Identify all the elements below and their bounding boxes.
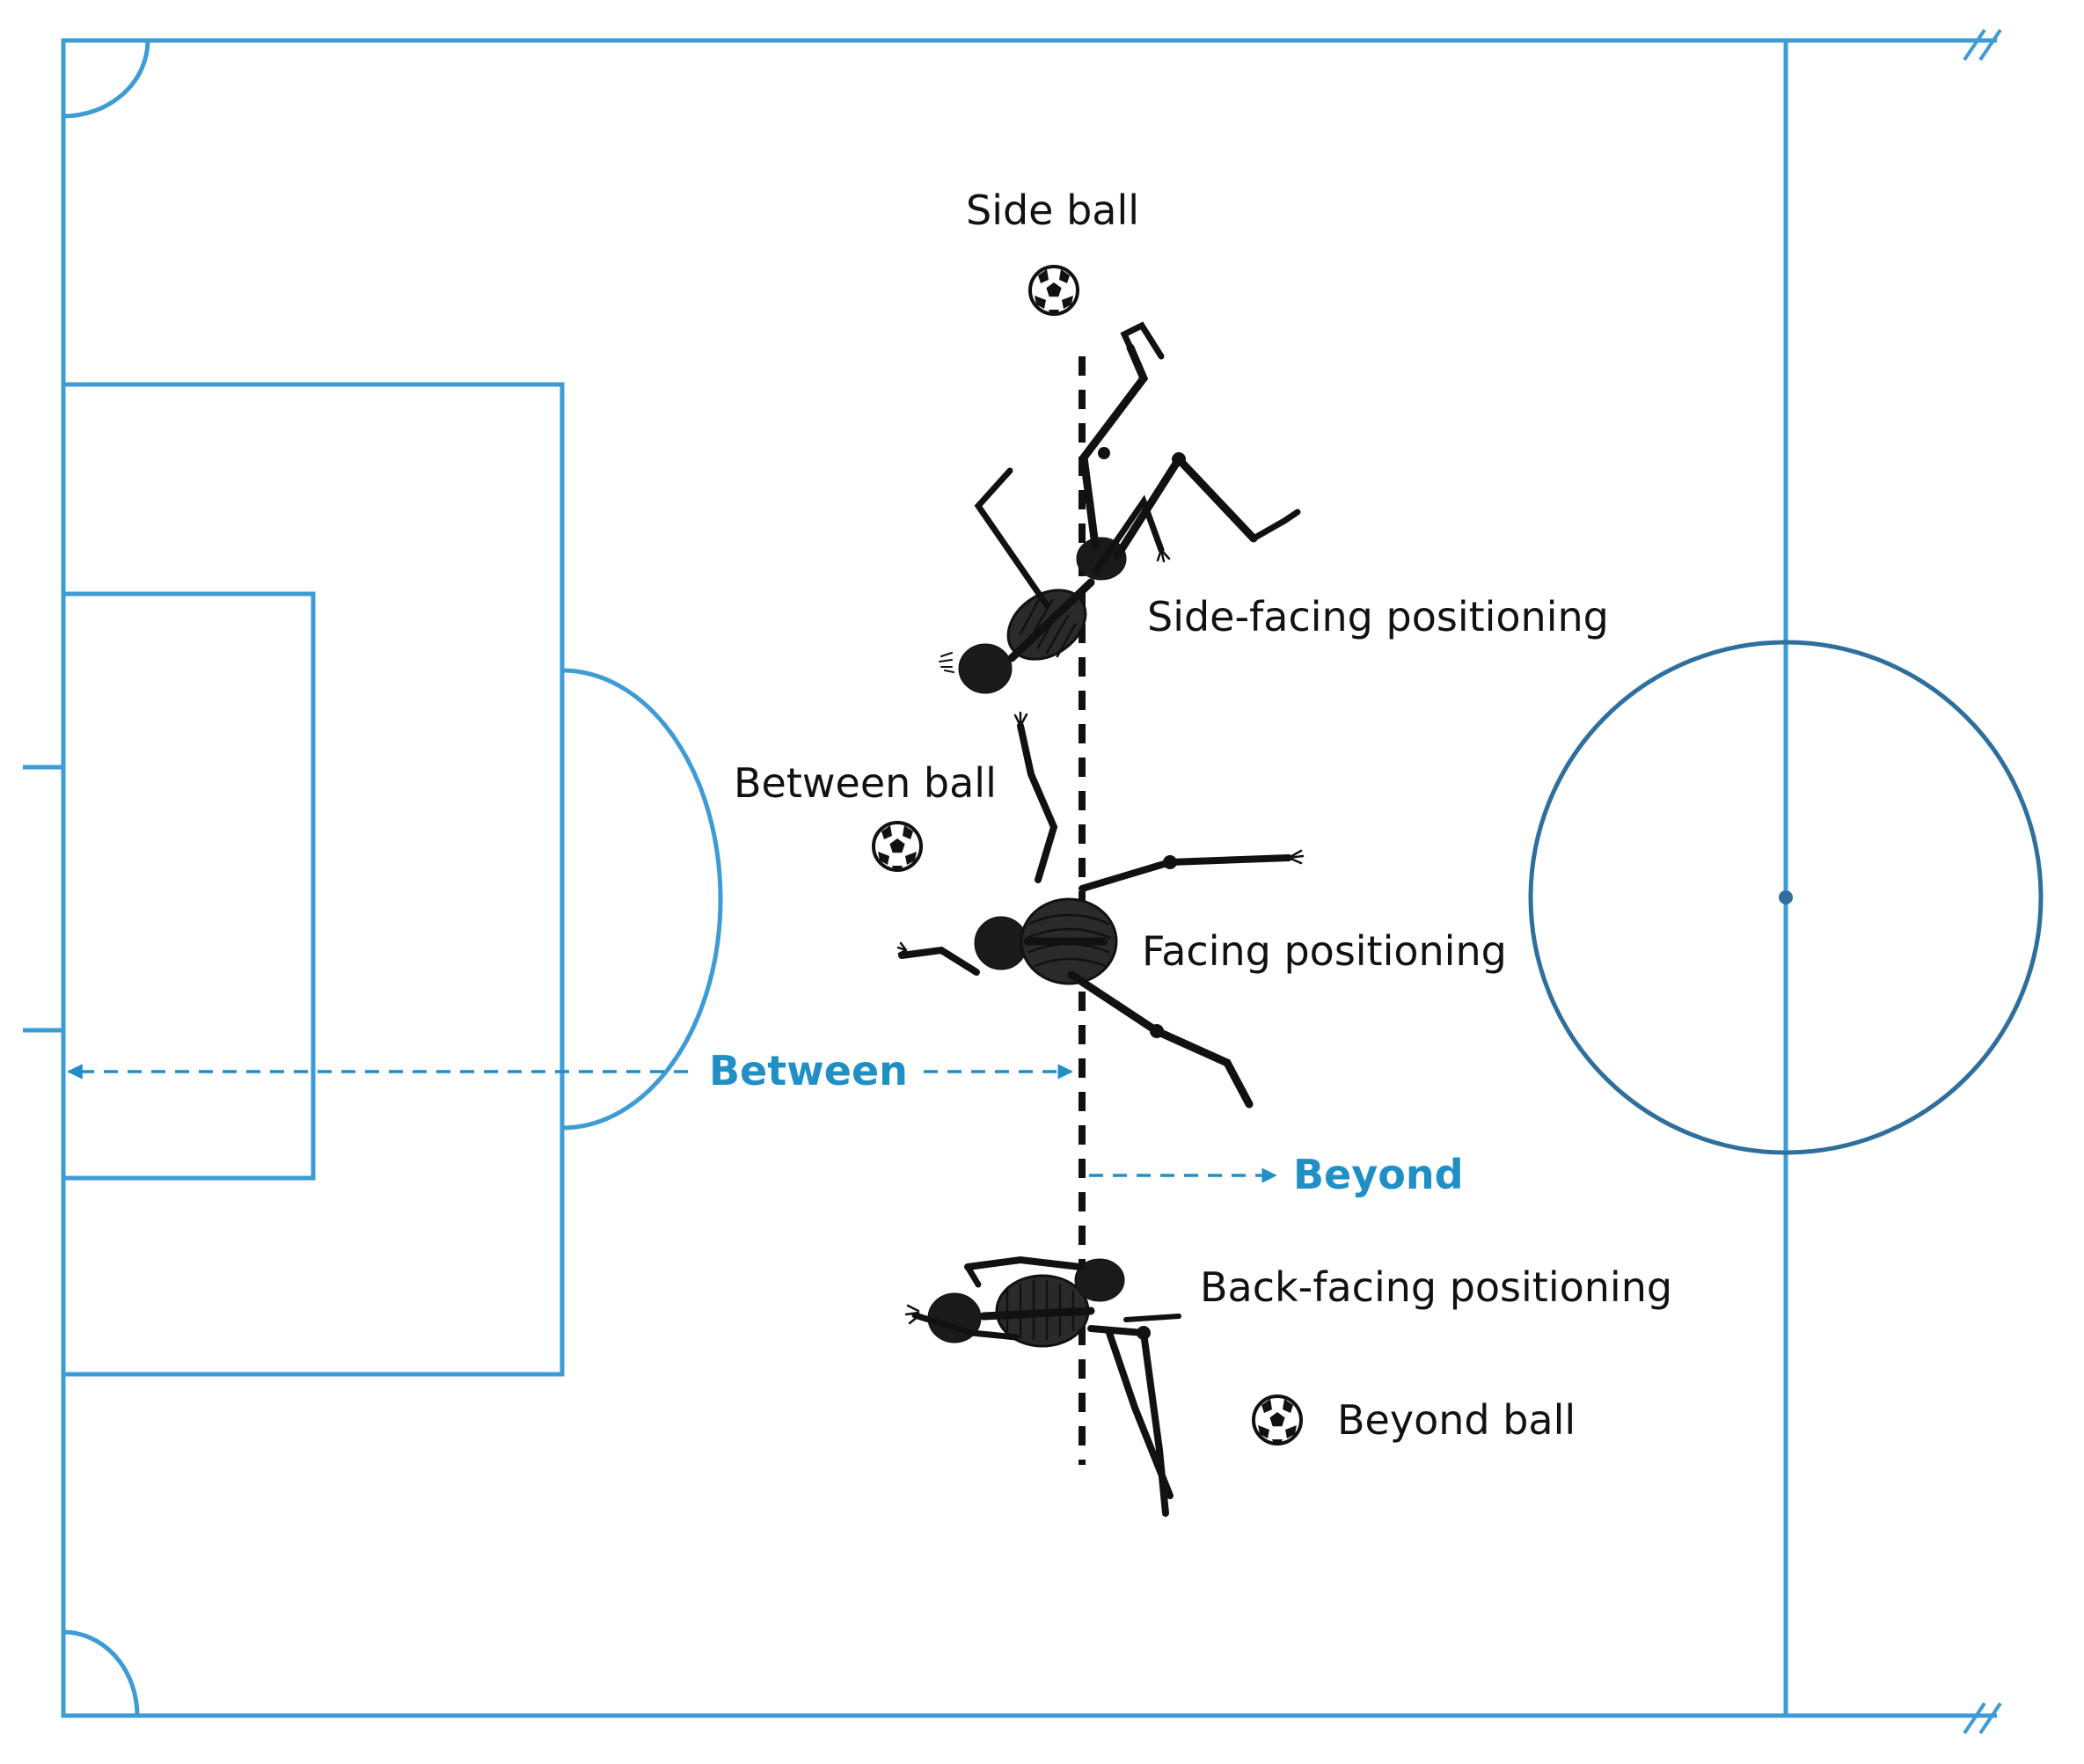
beyond-ball-icon (1252, 1394, 1303, 1446)
side-ball-icon (1028, 265, 1079, 316)
side-ball-label: Side ball (966, 187, 1139, 234)
side-facing-label: Side-facing positioning (1147, 593, 1609, 640)
between-label: Between (709, 1047, 908, 1094)
center-spot (1779, 890, 1793, 904)
break-mark-top (1963, 28, 2002, 62)
break-mark-bottom (1963, 1702, 2002, 1735)
facing-skeleton-icon (896, 711, 1305, 1109)
side-facing-skeleton-icon (939, 321, 1301, 694)
center-circle (1528, 640, 2044, 1155)
between-ball-label: Between ball (734, 759, 997, 807)
corner-arc-top (62, 40, 150, 119)
penalty-arc (561, 668, 723, 1131)
back-facing-skeleton-icon (904, 1255, 1181, 1517)
facing-label: Facing positioning (1142, 927, 1507, 975)
back-facing-label: Back-facing positioning (1200, 1263, 1672, 1311)
between-ball-icon (872, 821, 923, 872)
corner-arc-bottom (62, 1629, 140, 1716)
goal-area (61, 591, 316, 1181)
beyond-ball-label: Beyond ball (1337, 1396, 1576, 1444)
pitch-markings (23, 28, 2002, 1735)
beyond-label: Beyond (1293, 1151, 1464, 1198)
